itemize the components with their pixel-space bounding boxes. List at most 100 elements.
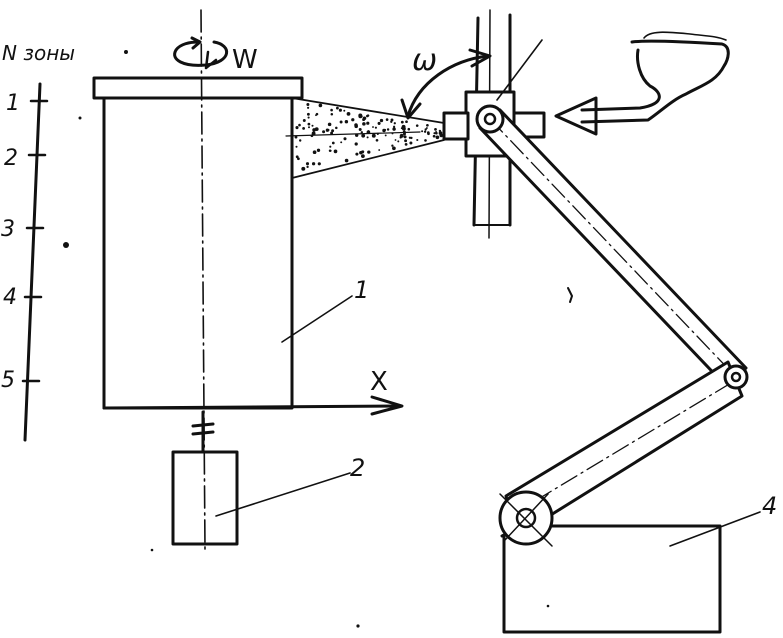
spray-dot xyxy=(425,127,428,129)
spray-dot xyxy=(358,128,362,131)
spray-dot xyxy=(316,148,321,152)
spray-dot xyxy=(401,126,406,131)
spray-dot xyxy=(362,118,366,122)
spray-dot xyxy=(327,129,330,131)
spray-dot xyxy=(421,130,424,133)
spray-dot xyxy=(318,103,323,108)
spray-dot xyxy=(343,109,346,112)
spray-dot xyxy=(379,118,384,123)
spray-dot xyxy=(403,132,406,136)
spray-dot xyxy=(351,118,355,122)
spray-dot xyxy=(404,139,408,143)
gun-pivot-joint xyxy=(475,104,505,134)
spray-dot xyxy=(362,122,366,126)
spray-dot xyxy=(354,142,358,146)
spray-dot xyxy=(306,165,309,169)
spray-dot xyxy=(306,112,310,116)
spray-dot xyxy=(327,122,332,127)
speck xyxy=(150,548,154,552)
spray-dot xyxy=(434,128,437,131)
zone-number-1: 1 xyxy=(6,91,20,116)
rotation-arrow-icon xyxy=(173,36,228,70)
spray-dot xyxy=(409,141,413,145)
speck xyxy=(546,604,550,608)
zone-scale: N зоны 1 2 3 4 5 xyxy=(1,41,128,442)
spray-dot xyxy=(372,126,374,128)
spray-dot xyxy=(315,112,319,116)
robot-base xyxy=(500,524,722,634)
spray-dot xyxy=(344,158,349,163)
spray-dot xyxy=(377,121,381,125)
component-label-1: 1 xyxy=(354,276,369,304)
spray-dot xyxy=(336,106,339,110)
zone-scale-axis xyxy=(23,82,42,442)
scale-speck xyxy=(78,116,82,120)
spray-dot xyxy=(346,112,351,116)
spray-dot xyxy=(354,124,359,129)
spray-dot xyxy=(295,145,298,148)
spray-dot xyxy=(391,144,394,147)
spray-dot xyxy=(391,132,394,135)
shaft-coupling xyxy=(191,410,215,454)
spray-dot xyxy=(435,131,438,135)
swing-arrow-icon xyxy=(400,48,492,120)
spray-dot xyxy=(385,118,389,121)
spray-nozzle xyxy=(442,111,470,141)
spray-dot xyxy=(435,135,440,140)
spray-dot xyxy=(403,135,407,139)
spray-dot xyxy=(295,126,299,130)
spray-dot xyxy=(314,127,319,132)
spray-dot xyxy=(374,126,377,129)
spray-dot xyxy=(394,139,397,141)
cylinder-lid xyxy=(92,76,304,100)
spray-dot xyxy=(307,106,310,109)
upper-arm-link xyxy=(478,108,748,388)
zone-number-3: 3 xyxy=(1,217,15,242)
cylinder xyxy=(92,76,304,410)
spray-dot xyxy=(367,130,371,134)
speck xyxy=(356,624,360,628)
spray-dot xyxy=(330,113,334,116)
spray-dot xyxy=(424,128,427,131)
spray-dot xyxy=(393,125,396,128)
spray-dot xyxy=(424,139,427,142)
spray-dot xyxy=(371,133,376,138)
spray-dot xyxy=(426,123,429,127)
spray-dot xyxy=(355,152,359,156)
elbow-joint xyxy=(723,364,749,390)
motor-block xyxy=(171,450,239,546)
spray-dot xyxy=(358,113,363,118)
spray-dot xyxy=(392,127,396,131)
spray-dot xyxy=(328,149,332,152)
spray-dot xyxy=(390,120,393,123)
spray-dot xyxy=(306,103,310,106)
spray-dot xyxy=(338,108,342,112)
spray-dot xyxy=(331,129,335,133)
spray-dot xyxy=(404,143,408,146)
spray-dot xyxy=(322,130,326,134)
spray-dot xyxy=(375,138,379,142)
spray-dot xyxy=(310,134,314,138)
spray-dot xyxy=(331,141,335,145)
spray-dot xyxy=(392,146,396,151)
spray-dot xyxy=(427,132,430,136)
spray-dot xyxy=(355,133,359,137)
spray-dot xyxy=(407,127,411,131)
leader-2 xyxy=(215,472,351,517)
spray-dot xyxy=(329,145,332,148)
component-label-4: 4 xyxy=(762,492,777,520)
spray-dot xyxy=(386,128,390,131)
leader-4 xyxy=(669,511,761,547)
spray-dot xyxy=(361,133,366,138)
scale-dot xyxy=(63,242,69,248)
spray-dots xyxy=(294,103,443,171)
spray-dot xyxy=(340,141,343,144)
spray-dot xyxy=(390,118,394,122)
spray-dot xyxy=(294,135,298,139)
spray-dot xyxy=(330,131,334,135)
spray-dot xyxy=(433,132,436,135)
rotation-axis xyxy=(200,9,206,551)
spray-dot xyxy=(399,133,404,138)
spray-dot xyxy=(297,157,300,161)
